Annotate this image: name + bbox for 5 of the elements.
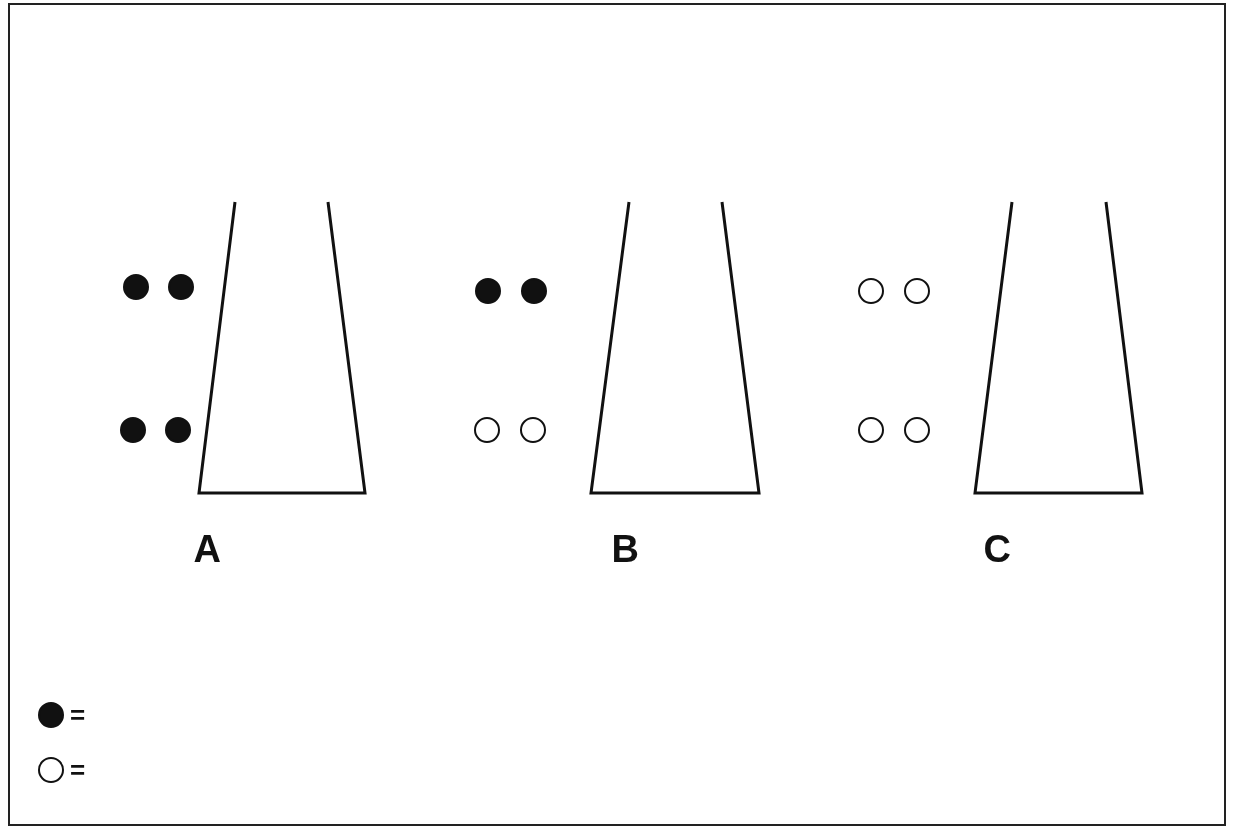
container-letter: C [983, 530, 1011, 568]
container-letter: A [193, 530, 221, 568]
container-letter: B [611, 530, 639, 568]
legend-text: = [70, 702, 86, 728]
legend-text: = [70, 757, 86, 783]
